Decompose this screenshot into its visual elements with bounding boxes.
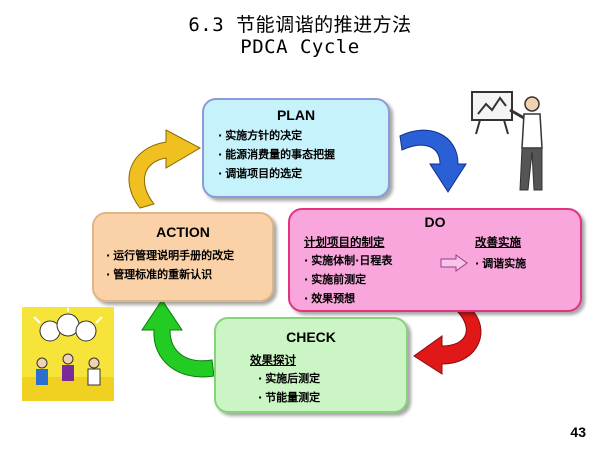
action-list: 运行管理说明手册的改定 管理标准的重新认识 [106, 246, 234, 284]
arrow-do-to-check [413, 307, 482, 375]
plan-box: PLAN 实施方针的决定 能源消费量的事态把握 调谐项目的选定 [202, 98, 390, 198]
plan-title: PLAN [276, 107, 316, 123]
do-right-item: 调谐实施 [475, 254, 526, 273]
right-arrow-icon [440, 254, 468, 272]
arrow-plan-to-do [399, 129, 467, 193]
do-left-item: 实施前测定 [304, 270, 392, 289]
check-heading: 效果探讨 [250, 353, 296, 367]
action-box: ACTION 运行管理说明手册的改定 管理标准的重新认识 [92, 212, 274, 302]
arrow-check-to-action [141, 299, 215, 378]
action-item: 管理标准的重新认识 [106, 265, 234, 284]
arrow-action-to-plan [128, 129, 202, 209]
do-left-list: 实施体制·日程表 实施前测定 效果预想 [304, 251, 392, 308]
check-title: CHECK [286, 329, 336, 345]
do-left-item: 实施体制·日程表 [304, 251, 392, 270]
action-title: ACTION [156, 224, 210, 240]
do-title: DO [424, 214, 446, 230]
lightbulb-meeting-clipart [22, 307, 114, 401]
page-number: 43 [570, 424, 586, 440]
do-right-list: 调谐实施 [475, 254, 526, 273]
plan-list: 实施方针的决定 能源消费量的事态把握 调谐项目的选定 [218, 126, 335, 183]
do-right-heading: 改善实施 [475, 235, 521, 249]
plan-item: 实施方针的决定 [218, 126, 335, 145]
check-item: 节能量测定 [258, 388, 320, 407]
check-box: CHECK 效果探讨 实施后测定 节能量测定 [214, 317, 408, 413]
check-item: 实施后测定 [258, 369, 320, 388]
slide-subtitle: PDCA Cycle [240, 36, 360, 58]
check-list: 实施后测定 节能量测定 [258, 369, 320, 407]
do-left-item: 效果预想 [304, 289, 392, 308]
action-item: 运行管理说明手册的改定 [106, 246, 234, 265]
plan-item: 能源消费量的事态把握 [218, 145, 335, 164]
plan-item: 调谐项目的选定 [218, 164, 335, 183]
do-box: DO 计划项目的制定 实施体制·日程表 实施前测定 效果预想 改善实施 调谐实施 [288, 208, 582, 312]
presenter-clipart [471, 91, 543, 191]
slide-title: 6.3 节能调谐的推进方法 [188, 14, 412, 36]
do-left-heading: 计划项目的制定 [304, 235, 385, 249]
